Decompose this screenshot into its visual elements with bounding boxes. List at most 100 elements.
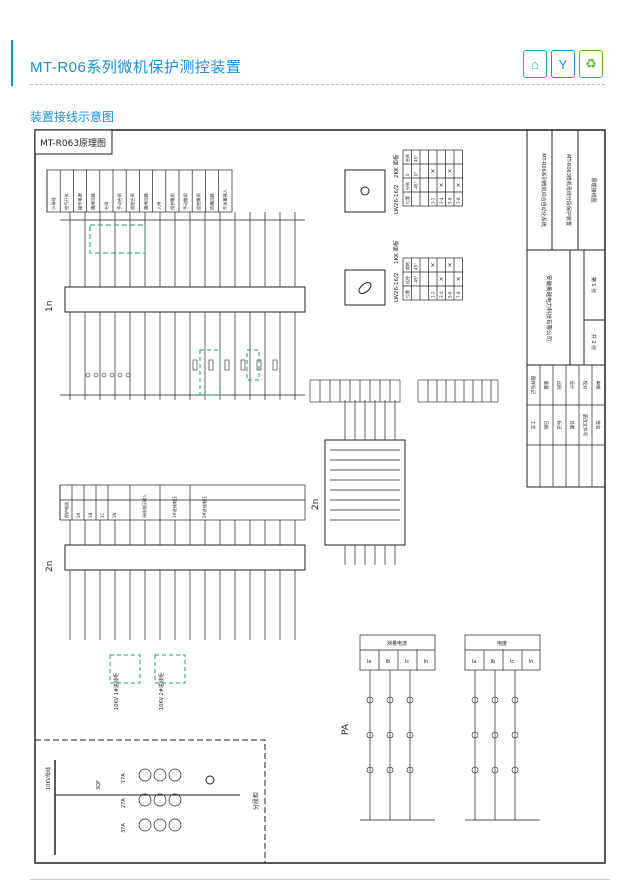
switch-2kk-title: 2KK 面板	[392, 154, 400, 178]
header-divider	[30, 84, 605, 85]
relay-contact	[117, 372, 123, 378]
relay-contact	[125, 372, 131, 378]
device-2n-label: 2n	[45, 561, 55, 572]
terminal	[386, 766, 394, 774]
switch-angle: 45°	[414, 155, 419, 162]
relay-contact	[101, 372, 107, 378]
measure_table-col: In	[424, 659, 429, 665]
ct-label: 37A	[121, 823, 127, 833]
top-function-table: 小母线空气开关操作电源跳闸回路合闸手动合闸遥控合闸跳闸回路入闸保护跳闸手动跳闸遥…	[46, 169, 233, 213]
power_table-frame	[464, 634, 541, 671]
measure_table-title: 测量电流	[387, 640, 407, 647]
device-1n-label: 1n	[45, 301, 55, 312]
title-block-label: 审核	[594, 381, 601, 390]
trip-coil	[272, 359, 278, 371]
terminal	[491, 766, 499, 774]
switch-header: 远控	[404, 276, 410, 284]
switch-x-mark: ×	[447, 168, 452, 175]
switch-header: 位置	[404, 196, 410, 204]
terminal	[386, 731, 394, 739]
top-table-cell: 小母线	[50, 197, 57, 210]
accent-bar	[11, 40, 13, 86]
tb-system: MT-R06系列微机综合自动化系统	[540, 153, 547, 227]
relay-contact	[109, 372, 115, 378]
input-table-frame	[59, 484, 306, 521]
terminal	[471, 731, 479, 739]
recycle-energy-icon: ♻	[579, 50, 603, 78]
title-block-label: 工艺	[529, 421, 535, 430]
tb-company: 安徽奥越电力科技有限公司	[545, 275, 553, 341]
pt-box-2	[154, 654, 186, 684]
power_table-col: In	[529, 659, 534, 665]
measure_table-col: Ia	[367, 659, 372, 665]
switch-contact: 1-2	[431, 291, 436, 298]
terminal	[511, 766, 519, 774]
tb-sheet: 第 1 张	[590, 277, 597, 293]
device-2n-block	[64, 544, 306, 571]
switch-x-mark: ×	[430, 262, 435, 269]
measure_table-frame	[359, 634, 436, 671]
terminal	[366, 696, 374, 704]
switch-contact: 5-6	[448, 291, 453, 298]
remote-control-table	[417, 379, 499, 403]
tower-icon: ⌂	[523, 50, 547, 78]
ct-label: 27A	[121, 798, 127, 808]
switch-x-mark: ×	[456, 182, 461, 189]
top-table-cell: 操作电源	[76, 192, 83, 210]
terminal	[491, 696, 499, 704]
top-table-cell: 入闸	[156, 202, 163, 210]
tb-type: 原理接线图	[590, 177, 597, 202]
title-block-label: 签名	[594, 421, 601, 430]
voltage-table-cell: 2#进线电压	[201, 496, 207, 518]
device-1n-block	[64, 286, 306, 313]
incoming-2: 10KV 2#进线柜	[158, 673, 165, 710]
switch-x-mark: ×	[447, 262, 452, 269]
ct-coil	[138, 793, 152, 807]
current-table-cell: 1N	[112, 512, 117, 518]
relay-contact	[85, 372, 91, 378]
switch-x-mark: ×	[456, 276, 461, 283]
relay-contact	[93, 372, 99, 378]
switch-header: 合闸	[404, 154, 410, 162]
current-table-cell: 保护电流	[63, 502, 69, 518]
title-block-label: 设计	[568, 381, 575, 390]
aux-contact-box	[89, 224, 146, 254]
footer-line	[30, 879, 610, 880]
current-table-cell: 1A	[76, 512, 81, 518]
remote-signal-table	[309, 379, 401, 403]
terminal	[366, 731, 374, 739]
terminal	[406, 731, 414, 739]
top-table-cell: 保护跳闸	[169, 193, 176, 210]
top-table-cell: 防跳回路	[208, 192, 215, 210]
switch-header: 分闸	[404, 182, 410, 190]
switch-2kk-model: LW26-16/2	[394, 185, 400, 214]
terminal	[471, 696, 479, 704]
terminal	[406, 696, 414, 704]
device-2n-io-block	[324, 439, 406, 546]
trip-coil	[208, 359, 214, 371]
switch-angle: -45°	[414, 181, 419, 190]
ct-coil	[168, 793, 182, 807]
switch-table-frame	[402, 257, 463, 301]
pt-box-1	[109, 654, 141, 684]
section-subtitle: 装置接线示意图	[30, 110, 115, 124]
power_table-col: Ia	[472, 659, 477, 665]
tb-total-sheets: 共 2 张	[590, 334, 597, 350]
power_table-title: 电度	[497, 640, 507, 647]
title-block-label: 日期	[542, 421, 548, 430]
ct-coil	[168, 768, 182, 782]
switch-contact: 3-4	[439, 197, 444, 204]
title-block-label: 更改文件号	[581, 414, 588, 437]
top-table-cell: 遥控合闸	[129, 193, 136, 210]
title-block-label: 标记	[555, 421, 562, 430]
switch-angle: 0°	[414, 171, 419, 176]
busbar-label: 10KV母线	[45, 767, 52, 790]
top-table-cell: 空气开关	[63, 193, 70, 210]
switch-angle: -45°	[414, 275, 419, 284]
switch-contact: 5-6	[448, 197, 453, 204]
section-cabinet-label: 分段柜	[252, 792, 260, 810]
switch-x-mark: ×	[430, 168, 435, 175]
